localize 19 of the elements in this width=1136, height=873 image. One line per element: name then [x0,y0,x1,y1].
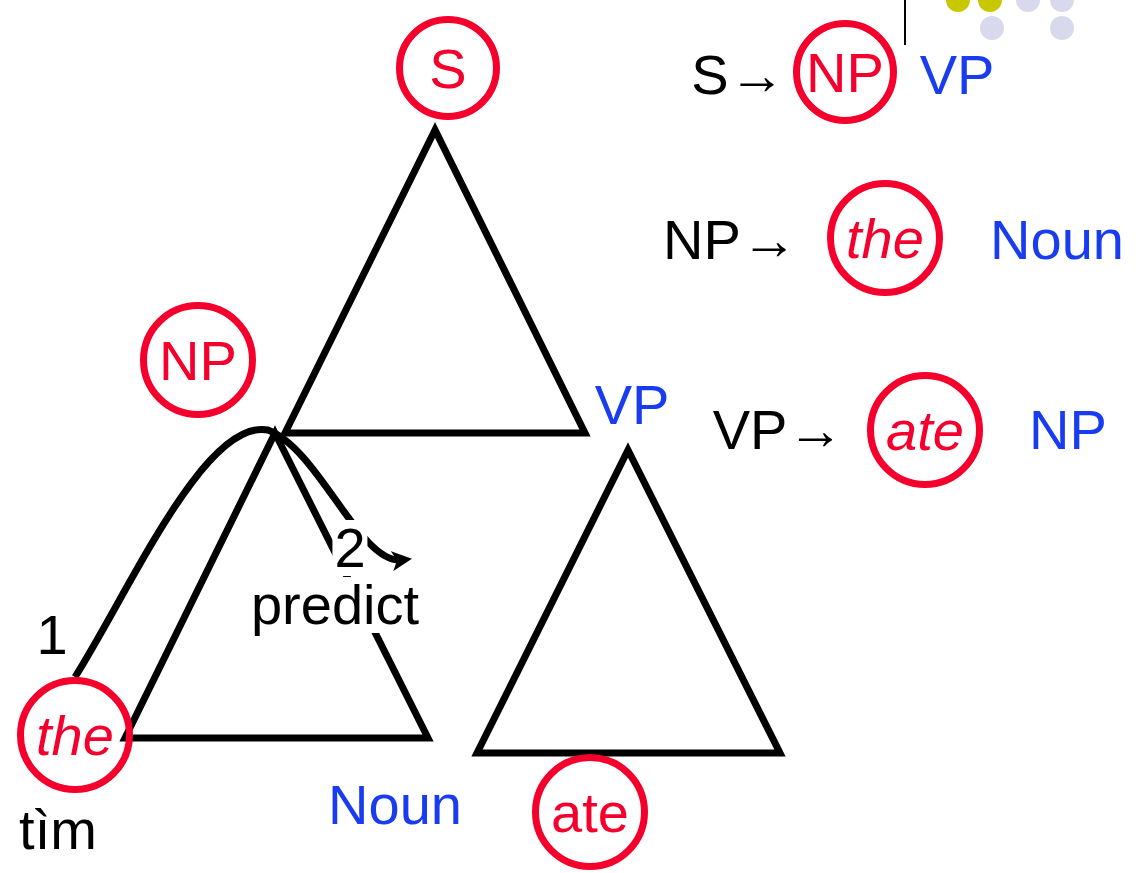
circled-symbol: the [17,677,133,793]
circled-symbol: ate [867,372,983,488]
symbol-label: Noun [328,777,462,833]
rule-text: NP→ [663,212,797,268]
circled-symbol: ate [532,754,648,870]
symbol-label: VP [594,377,670,433]
curved-arrow [72,426,412,679]
symbol-label: VP [919,47,995,103]
circled-symbol: S [396,16,500,120]
rule-text: VP→ [712,402,844,458]
circled-symbol: the [827,180,943,296]
circled-symbol: NP [793,20,897,124]
annotation-text: tìm [19,802,97,858]
symbol-label: Noun [990,212,1124,268]
step-number: 2 [332,520,368,576]
step-number: 1 [36,607,68,663]
symbol-label: NP [1029,402,1107,458]
circled-symbol: NP [140,302,256,418]
rule-text: S→ [691,47,785,103]
